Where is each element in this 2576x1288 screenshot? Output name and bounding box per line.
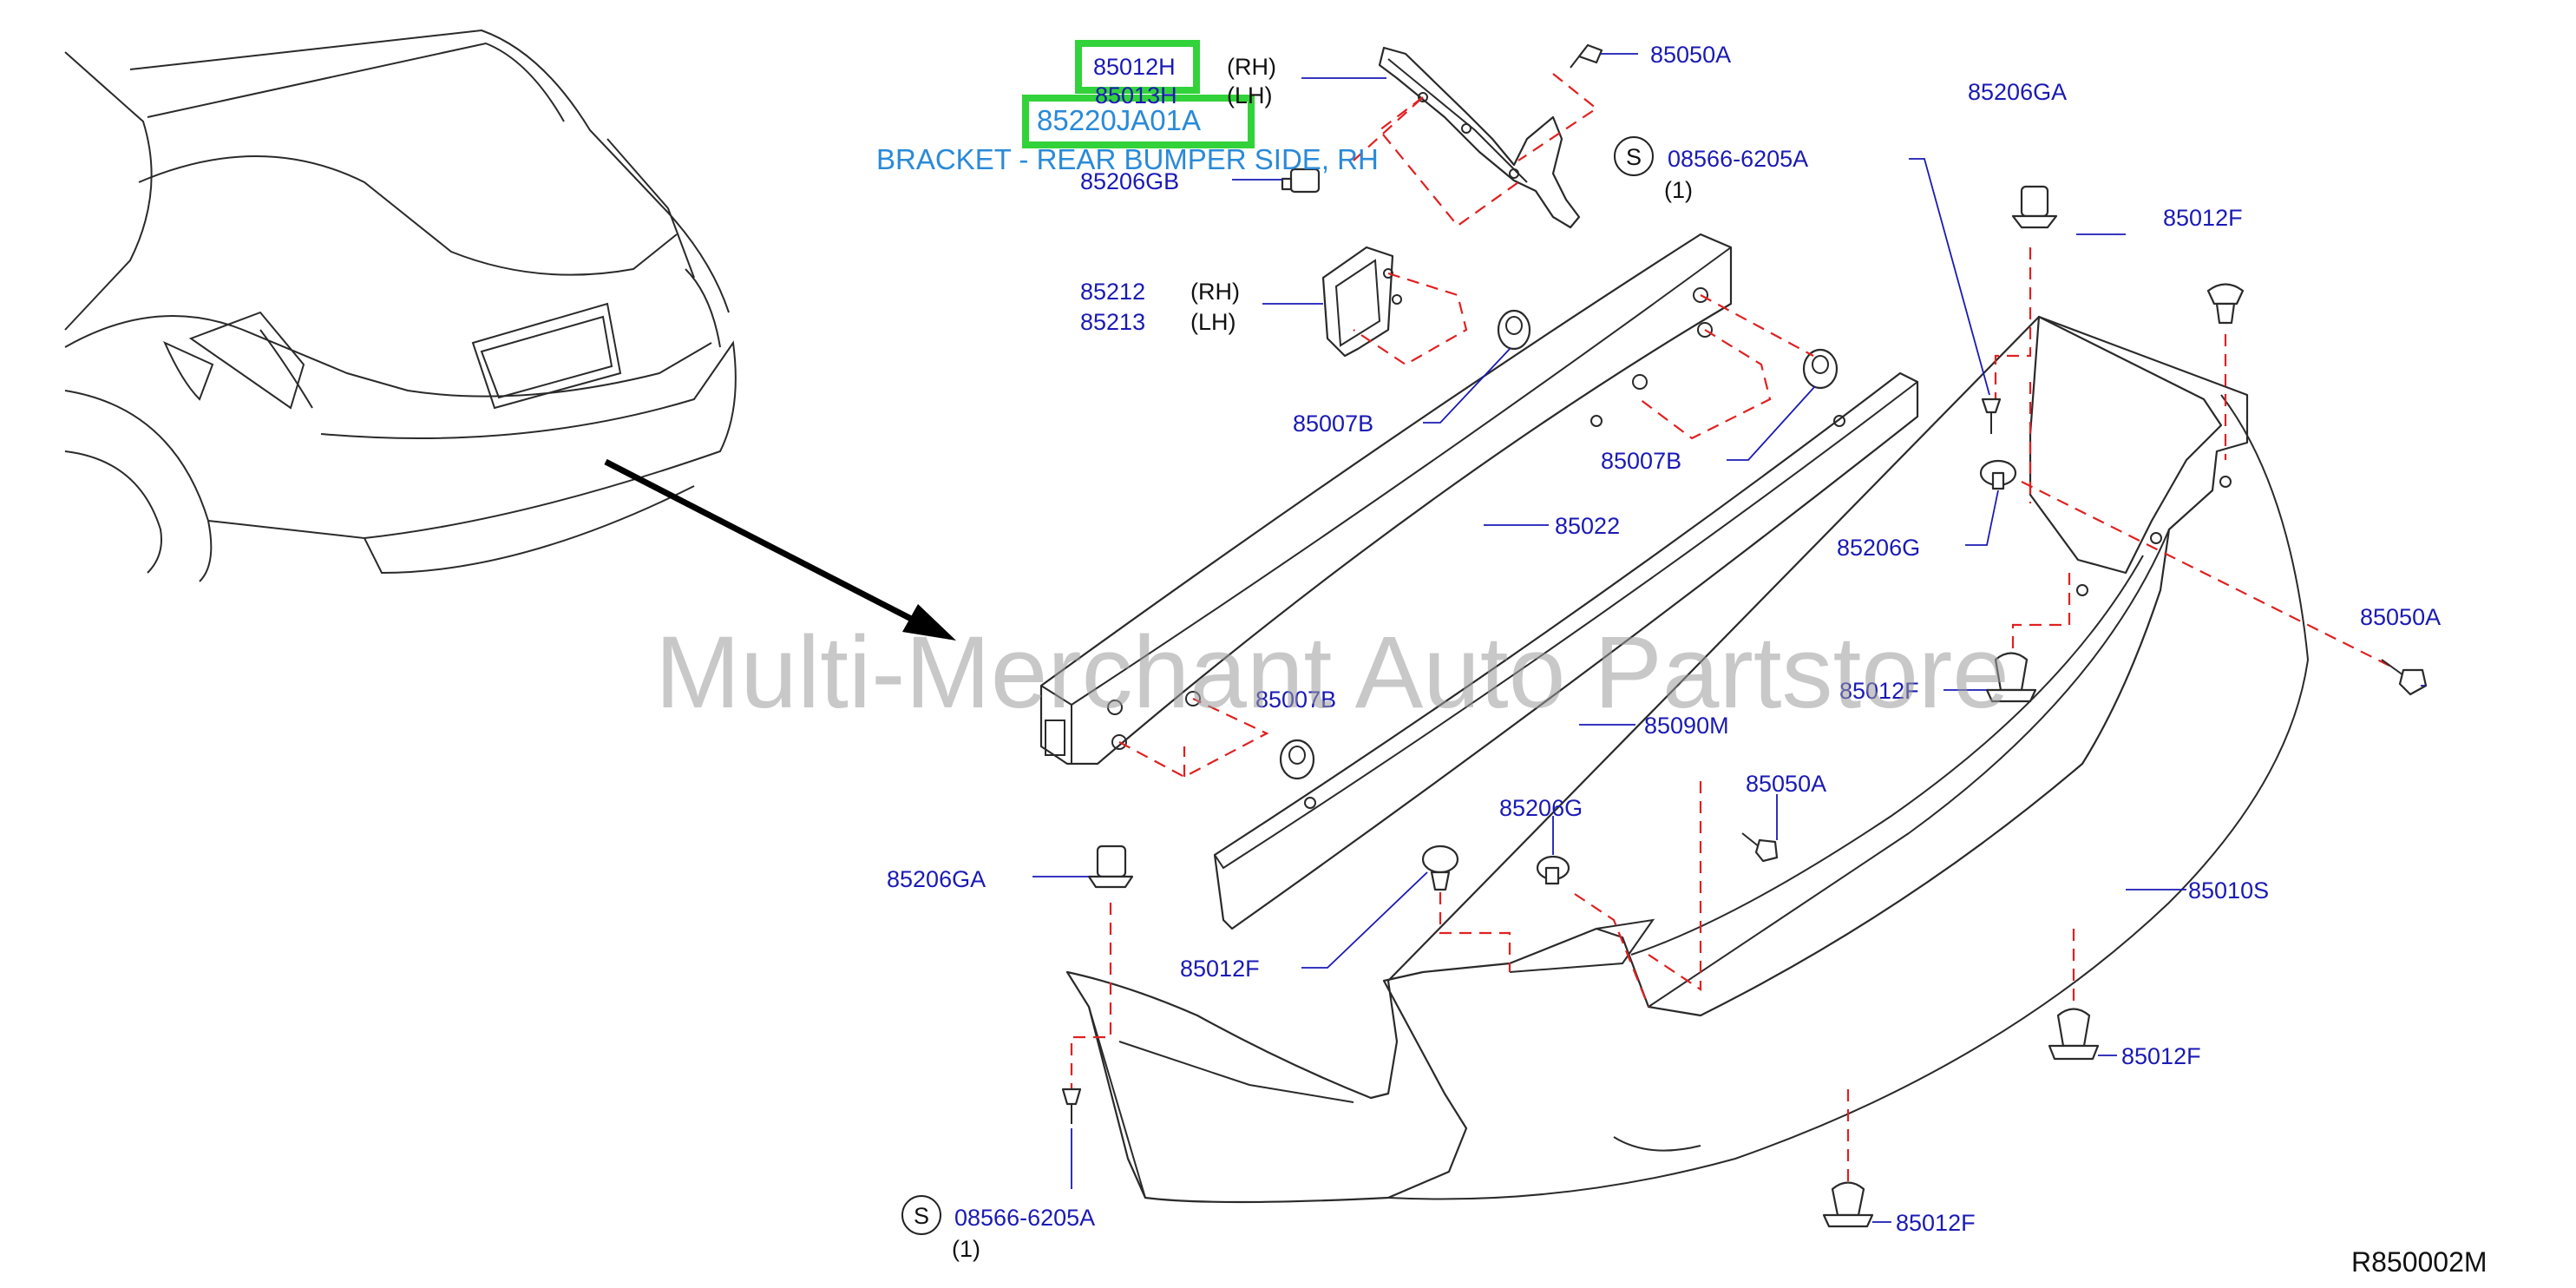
s-symbol-bottom-letter: S (914, 1203, 929, 1229)
label-85212[interactable]: 85212 (1080, 279, 1145, 305)
s-symbol-bottom (901, 1195, 941, 1235)
label-85050A-right[interactable]: 85050A (2360, 604, 2441, 630)
label-lh: (LH) (1227, 82, 1273, 108)
bumper-reinforcement-beam (1039, 233, 1814, 779)
bolt-icon (1741, 832, 1779, 863)
clip-icon (2206, 283, 2245, 325)
s-symbol-top-letter: S (1626, 144, 1642, 170)
label-85012F-e[interactable]: 85012F (1896, 1210, 1976, 1236)
clip-icon (1536, 855, 1570, 885)
qty-bottom: (1) (952, 1236, 980, 1262)
label-85090M[interactable]: 85090M (1644, 713, 1729, 739)
label-85012F-a[interactable]: 85012F (2163, 205, 2243, 231)
nut-icon (1279, 739, 1315, 780)
label-85012F-b[interactable]: 85012F (1839, 678, 1919, 704)
label-85007B-c[interactable]: 85007B (1255, 687, 1336, 713)
label-85010S[interactable]: 85010S (2188, 877, 2269, 904)
label-85012F-d[interactable]: 85012F (2121, 1043, 2201, 1069)
label-85012F-c[interactable]: 85012F (1180, 956, 1260, 982)
label-85012H[interactable]: 85012H (1093, 54, 1176, 80)
nut-icon (1802, 348, 1839, 390)
label-85213[interactable]: 85213 (1080, 309, 1145, 335)
rear-bumper-side-bracket (1353, 46, 1598, 229)
highlight-85012H (1075, 40, 1200, 94)
nut-icon (1497, 309, 1531, 351)
label-85007B-b[interactable]: 85007B (1601, 448, 1681, 474)
clip-icon (2048, 1008, 2100, 1061)
leader-lines (1032, 53, 2425, 1223)
clip-icon (1421, 844, 1459, 891)
rear-bumper-fascia (1065, 247, 2396, 1204)
label-85050A-top[interactable]: 85050A (1650, 42, 1731, 68)
qty-top: (1) (1664, 177, 1693, 203)
screw-icon (1981, 398, 2002, 434)
label-85050A-mid[interactable]: 85050A (1746, 771, 1826, 797)
label-85007B-a[interactable]: 85007B (1293, 411, 1373, 437)
label-85206GA-top[interactable]: 85206GA (1968, 79, 2067, 105)
label-85206GB[interactable]: 85206GB (1080, 168, 1179, 194)
label-08566-top[interactable]: 08566-6205A (1668, 146, 1808, 172)
label-85206G-b[interactable]: 85206G (1499, 795, 1583, 821)
label-lh-2: (LH) (1190, 309, 1236, 335)
label-08566-bottom[interactable]: 08566-6205A (954, 1205, 1095, 1231)
clip-icon (1087, 844, 1134, 889)
highlight-85220JA01A (1022, 95, 1255, 148)
watermark: Multi-Merchant Auto Partstore (655, 615, 2009, 730)
energy-absorber (1213, 371, 1919, 930)
label-rh-2: (RH) (1190, 279, 1240, 305)
label-rh: (RH) (1227, 54, 1276, 80)
clip-icon (1822, 1181, 1874, 1228)
s-symbol-top (1614, 136, 1654, 176)
direction-arrow (604, 458, 956, 641)
label-85206G-a[interactable]: 85206G (1837, 535, 1920, 561)
label-85022[interactable]: 85022 (1555, 513, 1620, 539)
side-bracket (1321, 246, 1468, 366)
clip-icon (1281, 168, 1321, 194)
clip-icon (1979, 459, 2017, 490)
bolt-icon (2381, 659, 2428, 696)
callout-description: BRACKET - REAR BUMPER SIDE, RH (876, 143, 1379, 175)
label-85206GA-left[interactable]: 85206GA (887, 866, 986, 892)
screw-icon (1061, 1088, 1082, 1124)
clip-icon (2011, 185, 2058, 229)
part-labels: 85012H (RH) 85013H (LH) 85220JA01A BRACK… (876, 42, 2441, 1262)
callout-part-number[interactable]: 85220JA01A (1037, 104, 1201, 136)
clip-icon (1985, 652, 2037, 703)
diagram-code: R850002M (2351, 1246, 2488, 1278)
bolt-icon (1570, 43, 1603, 69)
car-outline (64, 29, 737, 582)
label-85013H[interactable]: 85013H (1095, 82, 1177, 108)
